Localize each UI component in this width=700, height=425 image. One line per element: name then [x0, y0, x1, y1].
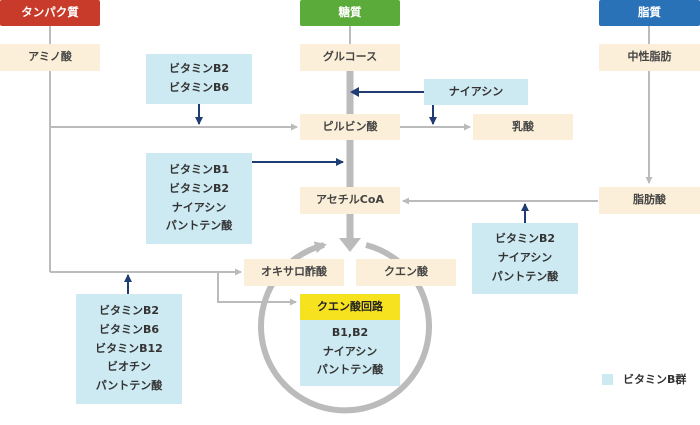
- acetyl-coa-box: アセチルCoA: [300, 187, 400, 214]
- vitamin-label: ビタミンB2: [494, 232, 556, 246]
- vitamin-group-amino-pyruvate: ビタミンB2 ビタミンB6: [146, 54, 252, 104]
- vitamin-label: パントテン酸: [95, 379, 163, 393]
- fatty-acid-box: 脂肪酸: [599, 187, 700, 214]
- neutral-fat-box: 中性脂肪: [599, 44, 700, 71]
- vitamin-group-fatty-acetyl: ビタミンB2 ナイアシン パントテン酸: [472, 223, 578, 294]
- vit2-arrowhead: [350, 87, 359, 97]
- sugar-header: 糖質: [300, 0, 400, 26]
- vitamin-group-amino-oxaloacetate: ビタミンB2 ビタミンB6 ビタミンB12 ビオチン パントテン酸: [76, 294, 182, 404]
- vitamin-label: ナイアシン: [171, 200, 227, 214]
- vitamin-label: ナイアシン: [497, 251, 553, 265]
- cycle-ring: [258, 241, 432, 414]
- pyruvic-acid-box: ピルビン酸: [300, 114, 400, 140]
- vitamin-label: ビタミンB2: [168, 181, 230, 195]
- fat-header: 脂質: [599, 0, 700, 26]
- cycle-vitamin-label: パントテン酸: [316, 363, 384, 377]
- lactic-acid-box: 乳酸: [473, 114, 573, 140]
- vitamin-label: パントテン酸: [491, 269, 559, 283]
- glucose-box: グルコース: [300, 44, 400, 71]
- oxaloacetic-acid-box: オキサロ酢酸: [244, 259, 344, 286]
- vitamin-label: ビタミンB12: [95, 341, 163, 355]
- legend-label: ビタミンB群: [623, 373, 687, 386]
- branch-to-cycle-arrow: [217, 272, 297, 306]
- vitamin-label: ビオチン: [107, 360, 151, 374]
- protein-header: タンパク質: [0, 0, 100, 26]
- acetyl-to-cycle-arrowhead: [339, 238, 361, 252]
- legend-swatch: [602, 373, 613, 385]
- vitamin-label: パントテン酸: [165, 219, 233, 233]
- citric-acid-cycle-vitamins: B1,B2 ナイアシン パントテン酸: [300, 320, 400, 386]
- vitamin-label: ビタミンB2: [98, 304, 160, 318]
- vitamin-label: ビタミンB1: [168, 163, 230, 177]
- vitamin-label: ビタミンB6: [168, 81, 230, 94]
- citric-acid-cycle-title: クエン酸回路: [300, 294, 400, 320]
- vitamin-label: ビタミンB2: [168, 62, 230, 76]
- citric-acid-box: クエン酸: [356, 259, 456, 286]
- vitamin-group-glucose-lactate: ナイアシン: [424, 79, 528, 105]
- legend: ビタミンB群: [602, 371, 686, 387]
- cycle-vitamin-label: ナイアシン: [322, 344, 378, 358]
- cycle-vitamin-label: B1,B2: [331, 326, 369, 339]
- amino-acid-box: アミノ酸: [0, 44, 100, 71]
- vitamin-group-pyruvate-acetyl: ビタミンB1 ビタミンB2 ナイアシン パントテン酸: [146, 153, 252, 244]
- vitamin-label: ナイアシン: [448, 84, 504, 98]
- vitamin-label: ビタミンB6: [98, 322, 160, 336]
